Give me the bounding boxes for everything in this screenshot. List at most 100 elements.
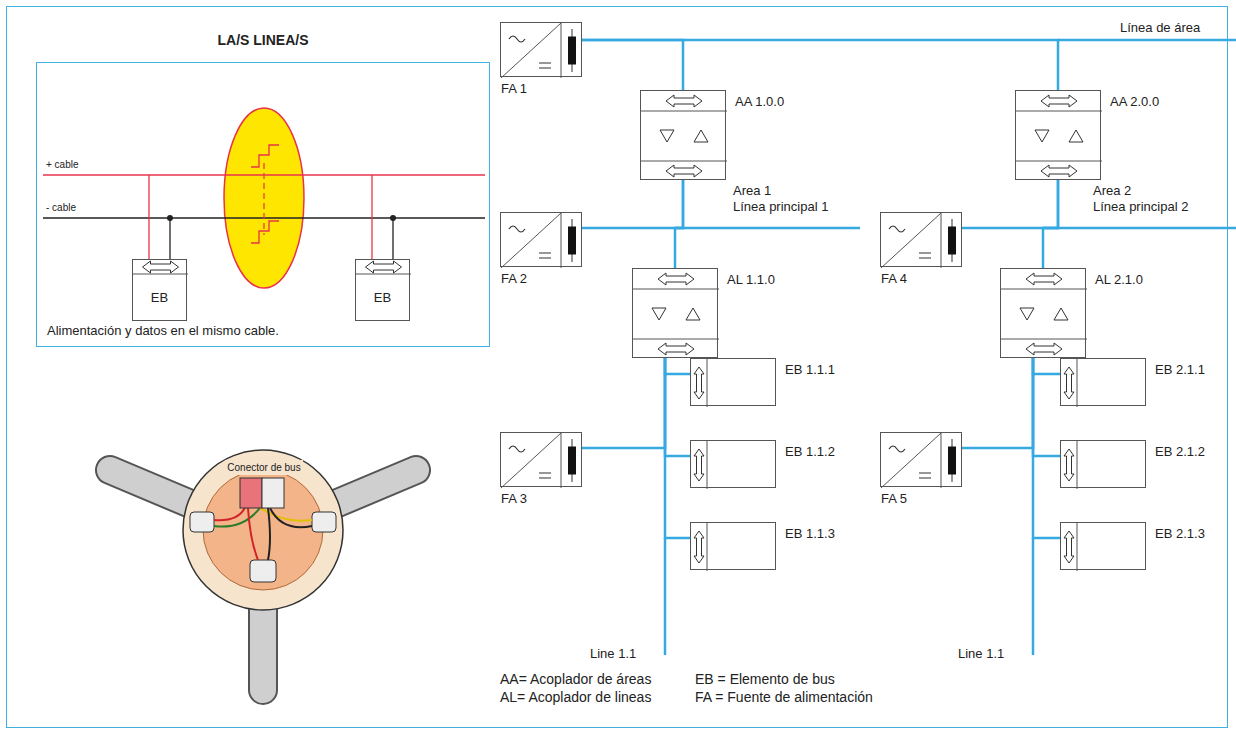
minus-drop	[169, 218, 170, 259]
device-label: EB 2.1.2	[1155, 444, 1205, 459]
pulse	[251, 145, 279, 167]
line-label: Line 1.1	[590, 646, 636, 661]
bus-line	[582, 40, 1058, 90]
bus-line	[582, 40, 683, 90]
device-label: AL 1.1.0	[727, 272, 775, 287]
up-triangle	[1069, 130, 1083, 142]
ac-symbol	[509, 226, 525, 232]
coupler-box: AA 2.0.0	[1015, 90, 1101, 180]
bus-element-box: EB	[355, 259, 410, 321]
bus-line	[1043, 180, 1058, 268]
fa-shape	[881, 433, 961, 486]
eb-shape	[1061, 359, 1145, 405]
cp-shape	[1001, 269, 1085, 357]
area-line	[1058, 39, 1236, 42]
double-arrow	[658, 273, 694, 285]
bus-line	[582, 40, 683, 90]
bus-element-box: EB 2.1.1	[1060, 358, 1146, 406]
bus-line	[962, 180, 1058, 228]
double-arrow	[1064, 367, 1074, 399]
bus-line	[582, 40, 1058, 90]
line-label: Línea principal 1	[733, 199, 828, 214]
minus-drop	[392, 218, 393, 259]
device-label: AL 2.1.0	[1095, 272, 1143, 287]
double-arrow	[1026, 273, 1062, 285]
bus-line	[665, 358, 690, 374]
bus-line	[665, 358, 690, 374]
power-supply-box: FA 2	[500, 212, 582, 267]
heading: LA/S LINEA/S	[217, 32, 308, 48]
bus-line	[675, 180, 683, 268]
bus-line	[962, 358, 1033, 448]
eb-shape	[691, 441, 775, 487]
double-arrow	[1041, 95, 1077, 107]
info-panel: Alimentación y datos en el mismo cable. E…	[36, 62, 490, 347]
dc-symbol	[539, 473, 551, 478]
bus-line	[1033, 358, 1060, 538]
bus-element-box: EB 2.1.3	[1060, 522, 1146, 570]
legend-note: EB = Elemento de bus	[695, 672, 835, 687]
bus-line	[665, 358, 690, 538]
double-arrow	[658, 343, 694, 355]
bus-line	[665, 358, 690, 456]
supply-label: FA 1	[501, 81, 527, 96]
down-triangle	[660, 130, 674, 142]
double-arrow	[366, 261, 402, 273]
bus-line-extensions	[665, 40, 1236, 655]
fa-shape	[501, 23, 581, 76]
box-label: EB	[133, 290, 186, 305]
dashed-line	[263, 163, 264, 235]
bus-line	[1033, 358, 1060, 456]
bus-line	[675, 180, 683, 268]
bus-element-box: EB 1.1.1	[690, 358, 776, 406]
double-arrow	[694, 449, 704, 481]
dc-symbol	[919, 473, 931, 478]
cp-shape	[1016, 91, 1100, 179]
power-supply-box: FA 4	[880, 212, 962, 267]
device-label: AA 2.0.0	[1110, 94, 1159, 109]
fa-shape	[501, 213, 581, 266]
legend-note: AL= Acoplador de lineas	[500, 690, 651, 705]
eb-shape	[691, 523, 775, 569]
dc-symbol	[919, 253, 931, 258]
fa-shape	[881, 213, 961, 266]
caption: Alimentación y datos en el mismo cable.	[47, 323, 279, 338]
dc-symbol	[539, 253, 551, 258]
power-supply-box: FA 5	[880, 432, 962, 487]
bus-element-box: EB	[132, 259, 187, 321]
line-label: Línea de área	[1120, 20, 1200, 35]
legend-note: FA = Fuente de alimentación	[695, 690, 873, 705]
choke-symbol	[948, 227, 956, 255]
down-triangle	[1020, 308, 1034, 320]
coupler-box: AL 1.1.0	[632, 268, 718, 358]
junction-dot	[167, 215, 173, 221]
double-arrow	[143, 261, 179, 273]
plus-drop	[148, 175, 149, 259]
cp-shape	[641, 91, 725, 179]
plus-drop	[371, 175, 372, 259]
power-supply-box: FA 3	[500, 432, 582, 487]
bus-line	[1033, 358, 1060, 456]
choke-symbol	[568, 227, 576, 255]
main-line-2	[1043, 227, 1236, 230]
bus-line	[1043, 180, 1058, 268]
main-line-1	[675, 227, 860, 230]
cp-shape	[633, 269, 717, 357]
bus-line	[962, 358, 1033, 448]
supply-label: FA 5	[881, 491, 907, 506]
coupler-box: AL 2.1.0	[1000, 268, 1086, 358]
double-arrow	[694, 531, 704, 563]
bus-line	[582, 180, 683, 228]
bus-line	[582, 180, 683, 228]
down-triangle	[652, 308, 666, 320]
device-label: AA 1.0.0	[735, 94, 784, 109]
ac-symbol	[889, 226, 905, 232]
down-triangle	[1035, 130, 1049, 142]
choke-symbol	[948, 447, 956, 475]
dc-symbol	[539, 63, 551, 68]
up-triangle	[686, 308, 700, 320]
choke-symbol	[568, 37, 576, 65]
double-arrow	[666, 95, 702, 107]
junction-box	[110, 450, 416, 690]
legend-note: AA= Acoplador de áreas	[500, 672, 651, 687]
